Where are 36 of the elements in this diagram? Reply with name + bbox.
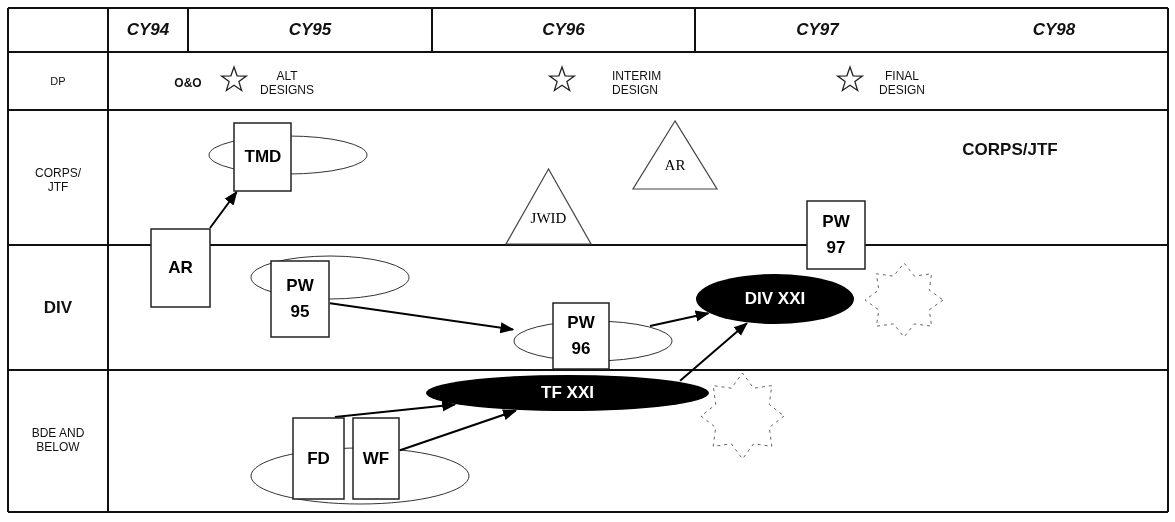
row-header: DIV — [43, 297, 73, 318]
filled-ellipse: TF XXI — [425, 374, 710, 412]
ellipse-outline — [250, 447, 470, 505]
column-header: CY96 — [542, 20, 585, 40]
arrow — [399, 409, 517, 452]
column-header: CY98 — [1032, 20, 1076, 40]
process-box: FD — [292, 417, 345, 500]
process-box: PW 95 — [270, 260, 330, 338]
column-header: CY97 — [796, 20, 839, 40]
burst-shape — [700, 372, 785, 460]
arrow — [679, 322, 748, 382]
process-box: TMD — [233, 122, 292, 192]
milestone-label: CORPS/JTF — [962, 140, 1058, 160]
milestone-label: O&O — [174, 76, 202, 90]
process-box: PW 97 — [806, 200, 866, 270]
arrow — [329, 302, 515, 334]
burst-shape — [864, 262, 944, 338]
process-box: PW 96 — [552, 302, 610, 370]
process-box: WF — [352, 417, 400, 500]
column-header: CY95 — [288, 20, 332, 40]
triangle-marker: AR — [632, 120, 718, 190]
arrow — [333, 400, 457, 418]
milestone-label: INTERIM DESIGN — [612, 69, 663, 97]
process-box: AR — [150, 228, 211, 308]
ellipse-outline — [250, 255, 410, 300]
triangle-marker: JWID — [505, 168, 592, 245]
milestone-label: FINAL DESIGN — [878, 69, 926, 97]
milestone-label: ALT DESIGNS — [259, 69, 315, 97]
row-header: BDE AND BELOW — [30, 426, 86, 454]
arrow — [209, 190, 238, 229]
row-header: CORPS/ JTF — [34, 166, 82, 194]
row-header: DP — [50, 75, 66, 87]
ellipse-outline — [208, 135, 368, 175]
column-header: CY94 — [126, 20, 170, 40]
filled-ellipse: DIV XXI — [695, 273, 855, 325]
arrow — [649, 310, 710, 327]
